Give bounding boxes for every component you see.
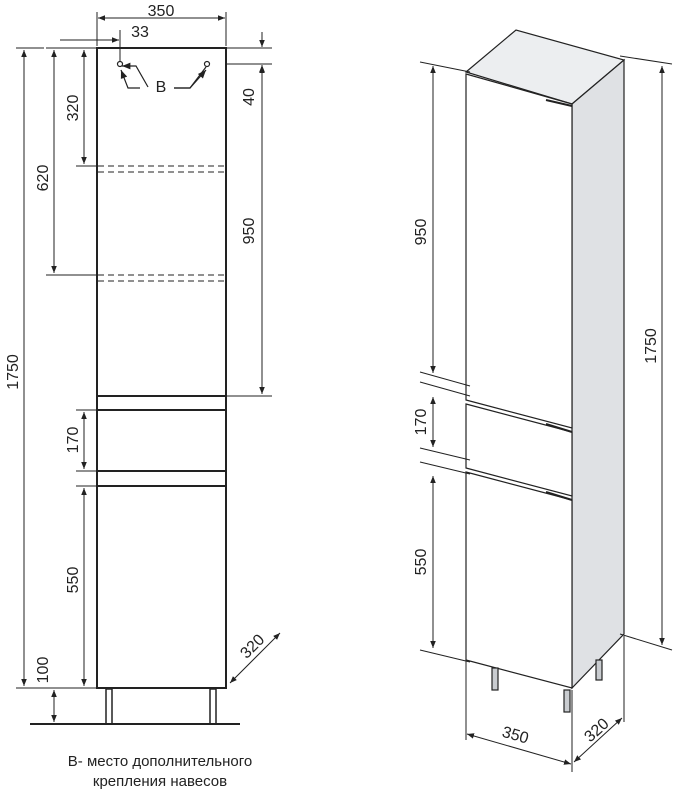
iso-dim-lower-door-label: 550 — [413, 549, 430, 576]
shelf-lower — [98, 274, 225, 282]
iso-upper-door — [465, 73, 573, 429]
front-cabinet-body — [96, 47, 227, 689]
dim-line-depth — [229, 632, 281, 684]
dim-legs-label: 100 — [35, 657, 52, 684]
mount-note-line-2: крепления навесов — [92, 773, 228, 790]
dim-depth-label: 320 — [237, 631, 268, 662]
dim-drawer-label: 170 — [65, 427, 82, 454]
iso-drawer — [465, 403, 573, 497]
dim-lower-door-label: 550 — [65, 567, 82, 594]
iso-dim-line-width — [466, 733, 572, 765]
mount-note-line-1: В- место дополнительного — [67, 753, 253, 770]
front-view — [16, 12, 281, 725]
mount-points — [116, 60, 211, 89]
iso-dim-upper-door-label: 950 — [413, 219, 430, 246]
dim-upper-door-label: 950 — [241, 218, 258, 245]
iso-dim-depth-label: 320 — [581, 715, 612, 746]
shelf-upper — [98, 165, 225, 173]
iso-lower-door — [465, 471, 573, 689]
dim-shelf-2-label: 620 — [35, 165, 52, 192]
iso-dimensions — [419, 55, 673, 772]
iso-legs — [491, 659, 603, 713]
dim-shelf-1-label: 320 — [65, 95, 82, 122]
iso-view — [464, 29, 626, 713]
iso-dim-width-label: 350 — [500, 724, 530, 748]
dim-width-label: 350 — [148, 3, 175, 20]
iso-side-face — [571, 58, 625, 690]
dim-offset-label: 33 — [131, 24, 149, 41]
front-legs — [105, 688, 217, 725]
mount-label: B — [156, 79, 167, 96]
iso-dim-line-depth — [573, 717, 623, 763]
mount-note: В- место дополнительного крепления навес… — [20, 752, 300, 792]
iso-dim-drawer-label: 170 — [413, 409, 430, 436]
dim-total-height-label: 1750 — [5, 354, 22, 390]
dim-top-gap-label: 40 — [241, 88, 258, 106]
iso-dim-total-height-label: 1750 — [643, 328, 660, 364]
